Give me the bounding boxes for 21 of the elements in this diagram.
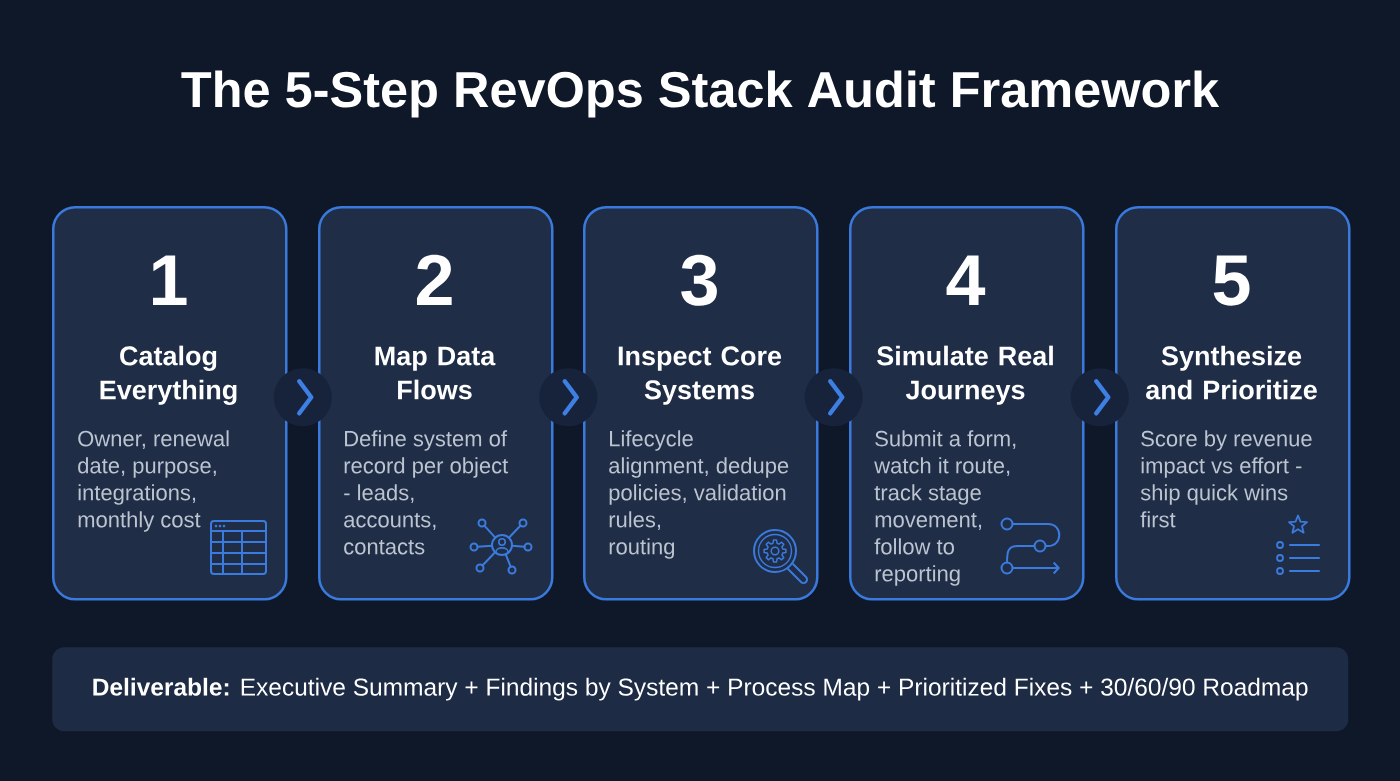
step-description: Score by revenue impact vs effort - ship quick wins first	[1140, 430, 1312, 528]
step-title: Catalog Everything	[100, 345, 237, 405]
step-title: Synthesize and Prioritize	[1146, 345, 1317, 400]
chevron-arrow	[828, 379, 845, 416]
chevron-arrow	[562, 379, 579, 416]
step-number: 4	[946, 255, 986, 305]
step-description: Define system of record per object - leads, accounts, contacts	[344, 430, 509, 555]
diagram-title: The 5-Step RevOps Stack Audit Framework	[181, 70, 1220, 118]
step-number: 5	[1213, 255, 1250, 306]
step-title: Inspect Core Systems	[618, 346, 782, 405]
step-title: Simulate Real Journeys	[877, 345, 1053, 405]
step-number: 3	[681, 254, 717, 306]
step-description: Owner, renewal date, purpose, integrations, monthly cost	[78, 430, 229, 532]
deliverable-banner: Deliverable: Executive Summary + Findings by System + Process Map + Prioritized Fixes + 30/60/90 Roadmap	[52, 647, 1349, 732]
chevron-arrow	[297, 379, 314, 416]
step-title: Map Data Flows	[375, 346, 496, 400]
step-number: 2	[417, 254, 452, 305]
step-description: Lifecycle alignment, dedupe policies, validation rules, routing	[609, 430, 789, 559]
step-description: Submit a form, watch it route, track stage movement, follow to reporting	[874, 430, 1016, 586]
chevron-arrow	[1094, 379, 1111, 416]
step-number: 1	[153, 255, 187, 305]
